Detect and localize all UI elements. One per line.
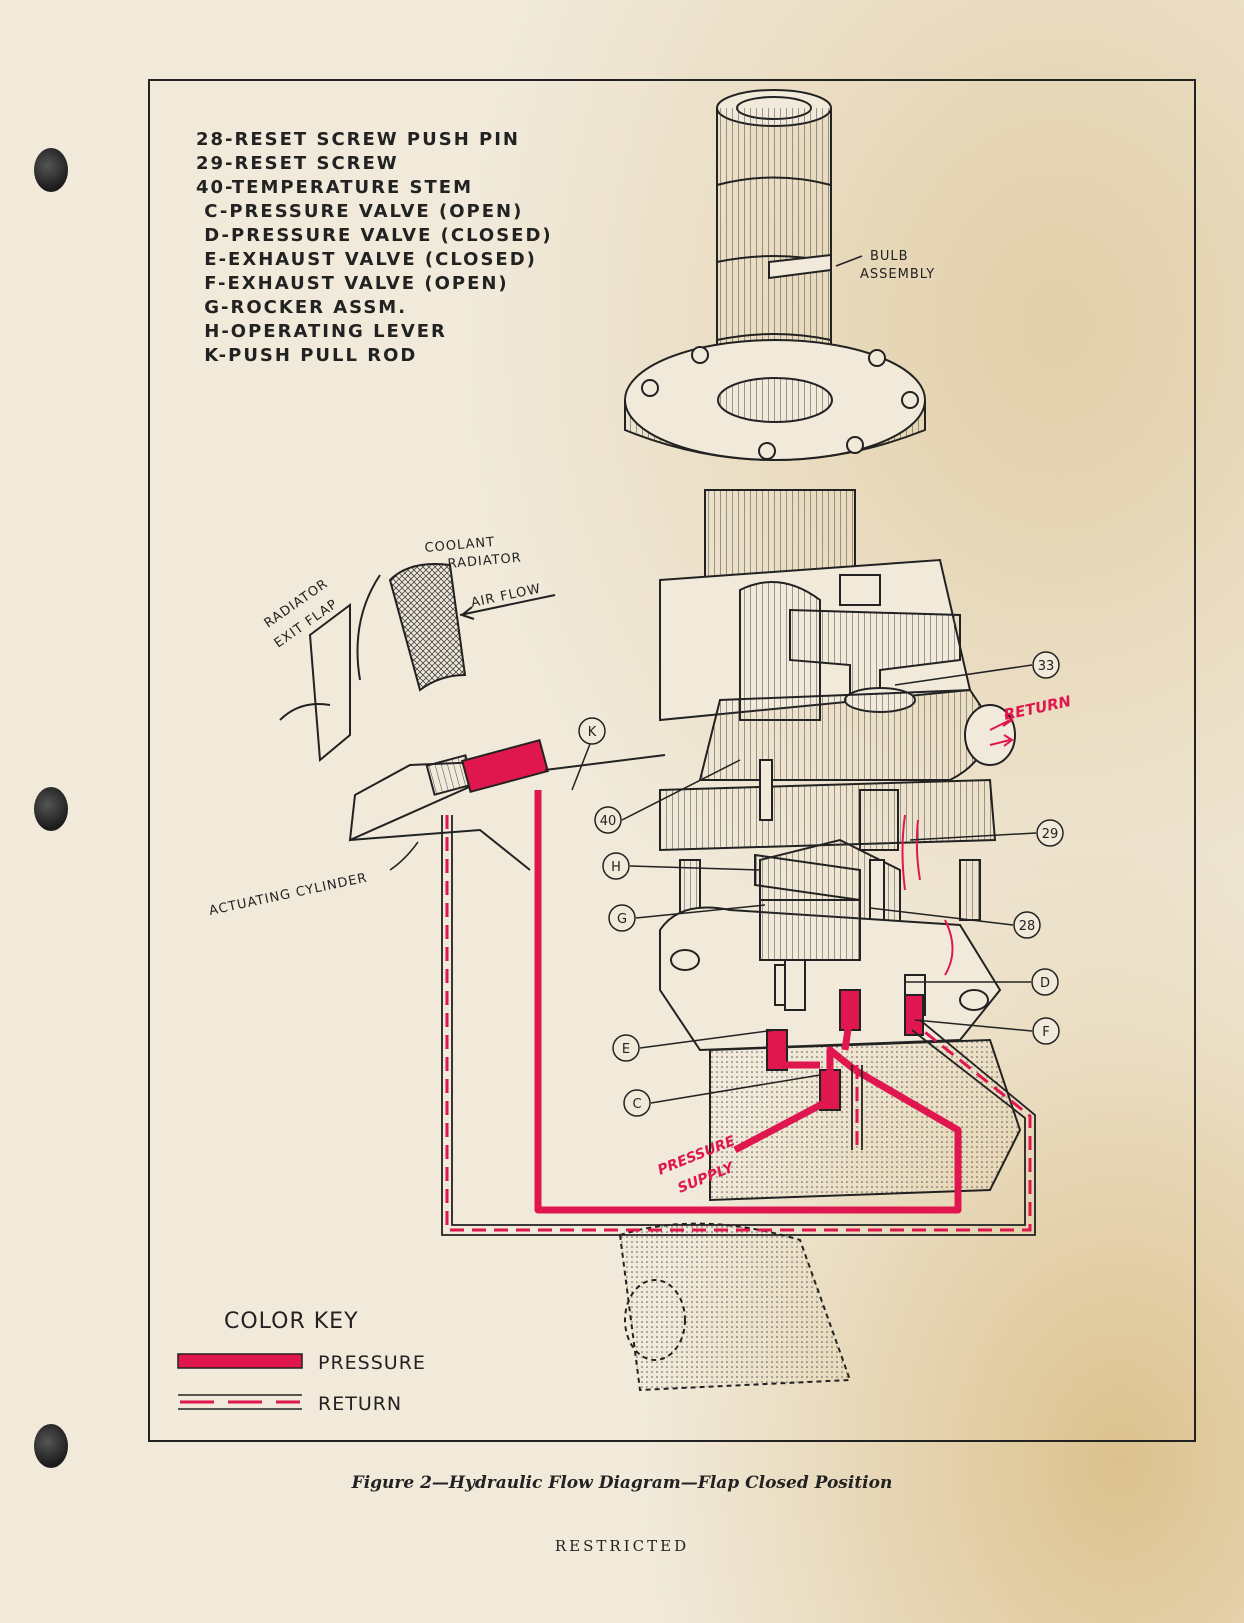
callout-c	[623, 1089, 651, 1117]
coolant-radiator-label: RADIATOR	[447, 551, 522, 572]
binder-hole	[34, 1424, 68, 1468]
coolant-radiator	[356, 563, 467, 692]
radiator-exit-flap	[279, 603, 351, 763]
callout-label: H	[611, 860, 621, 875]
legend-item: H-OPERATING LEVER	[196, 321, 447, 342]
callout-label: G	[617, 912, 627, 927]
callout-g	[608, 904, 636, 932]
callout-f	[1032, 1017, 1060, 1045]
callout-label: 29	[1042, 827, 1059, 842]
legend-item: K-PUSH PULL ROD	[196, 345, 418, 366]
return-lines	[441, 815, 1036, 1236]
air-flow-arrow	[459, 594, 556, 620]
legend-item: 40-TEMPERATURE STEM	[196, 177, 474, 198]
return-label: RETURN	[1002, 692, 1073, 724]
binder-hole	[34, 148, 68, 192]
figure-caption: Figure 2—Hydraulic Flow Diagram—Flap Clo…	[351, 1473, 893, 1493]
legend-item: D-PRESSURE VALVE (CLOSED)	[196, 225, 553, 246]
legend-item: G-ROCKER ASSM.	[196, 297, 408, 318]
figure-frame	[148, 79, 1196, 1442]
callout-e	[612, 1034, 640, 1062]
bulb-assembly	[716, 89, 832, 411]
callout-label: 33	[1038, 659, 1055, 674]
legend-item: F-EXHAUST VALVE (OPEN)	[196, 273, 509, 294]
bulb-label: BULB	[870, 249, 909, 264]
actuating-cylinder	[348, 738, 666, 871]
callouts	[571, 651, 1064, 1117]
air-flow-label: AIR FLOW	[470, 581, 543, 610]
callout-40	[594, 806, 622, 834]
return-arrows	[901, 714, 1014, 976]
callout-28	[1013, 911, 1041, 939]
legend-item: 29-RESET SCREW	[196, 153, 399, 174]
binder-hole	[34, 787, 68, 831]
leader-line	[389, 841, 419, 871]
callout-label: D	[1040, 976, 1050, 991]
pressure-swatch	[177, 1353, 303, 1369]
legend-item: C-PRESSURE VALVE (OPEN)	[196, 201, 524, 222]
callout-label: E	[622, 1042, 630, 1057]
parts-legend: 28-RESET SCREW PUSH PIN 29-RESET SCREW 4…	[196, 128, 553, 368]
pressure-key-label: PRESSURE	[318, 1352, 426, 1374]
callout-h	[602, 852, 630, 880]
legend-item: 28-RESET SCREW PUSH PIN	[196, 129, 520, 150]
callout-label: F	[1042, 1025, 1049, 1040]
bulb-label: ASSEMBLY	[860, 267, 935, 282]
leader-line	[835, 255, 863, 267]
return-key-label: RETURN	[318, 1393, 402, 1415]
callout-33	[1032, 651, 1060, 679]
color-key: COLOR KEY PRESSURE RETURN	[177, 1309, 426, 1415]
mounting-flange	[624, 339, 926, 461]
callout-29	[1036, 819, 1064, 847]
pressure-lines	[534, 790, 962, 1214]
callout-label: K	[588, 725, 597, 740]
callout-k	[578, 717, 606, 745]
actuating-cylinder-label: ACTUATING CYLINDER	[208, 871, 369, 919]
classification-footer: RESTRICTED	[554, 1537, 690, 1555]
callout-labels: 33 29 28 40 K H G D F E C	[588, 659, 1059, 1112]
rocker-assembly	[754, 853, 924, 1111]
callout-label: C	[632, 1097, 641, 1112]
callout-label: 28	[1019, 919, 1036, 934]
return-lines-dashes	[445, 815, 1032, 1232]
callout-d	[1031, 968, 1059, 996]
hydraulic-diagram: BULB ASSEMBLY	[177, 89, 1073, 1415]
legend-item: E-EXHAUST VALVE (CLOSED)	[196, 249, 537, 270]
coolant-radiator-label: COOLANT	[424, 535, 496, 556]
color-key-title: COLOR KEY	[224, 1309, 359, 1334]
callout-label: 40	[600, 814, 617, 829]
